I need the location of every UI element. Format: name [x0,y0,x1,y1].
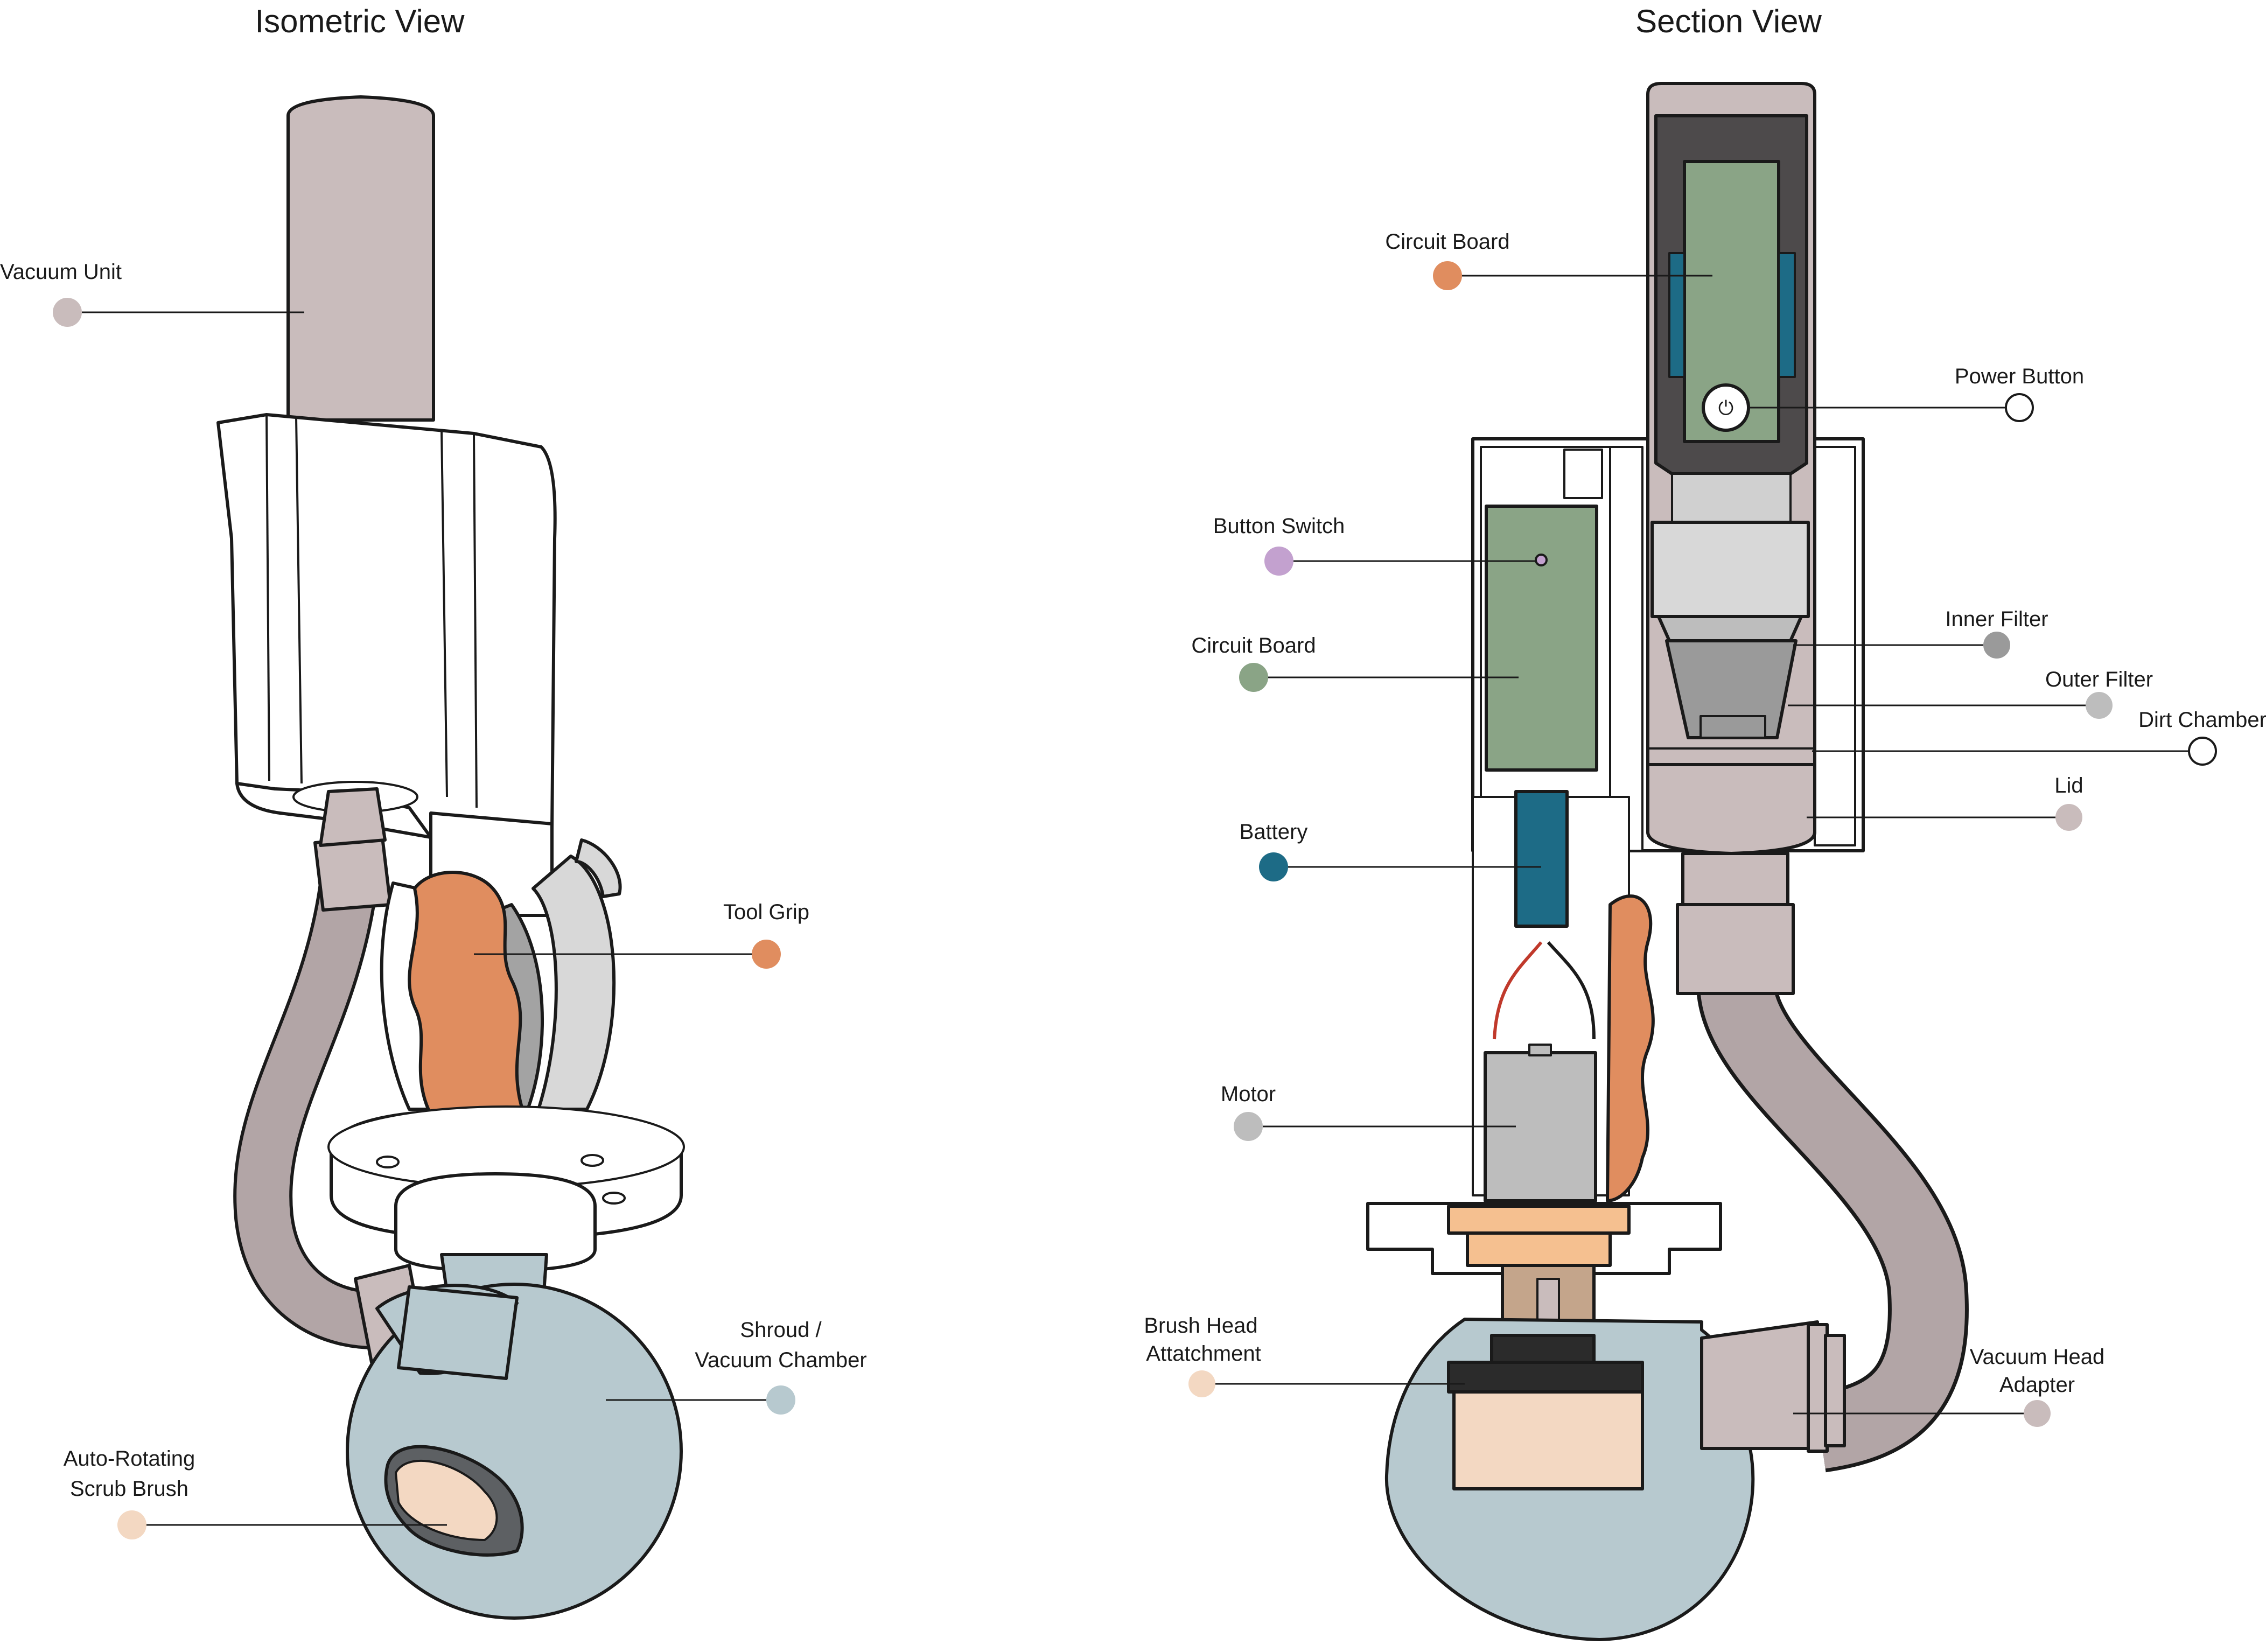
hose-upper-coupler [1681,852,1789,909]
wire-black [1547,941,1596,1040]
housing-left-wall [1609,446,1643,852]
label-vacuum-unit: Vacuum Unit [0,260,122,284]
flange-collar [394,1172,597,1272]
flange-hole-3 [602,1192,626,1205]
marker-brush-head [1188,1370,1215,1397]
adapter-ring-2 [1824,1334,1846,1447]
vacuum-head-adapter [1700,1320,1819,1450]
label-dirt-chamber: Dirt Chamber [2138,708,2266,732]
section-callouts: Circuit Board Power Button Button Switch… [1144,230,2266,1427]
section-tool-grip [1606,894,1655,1202]
label-circuit-board-top: Circuit Board [1385,230,1509,254]
section-view-title: Section View [1635,3,1822,39]
filter-housing [1650,521,1810,618]
filter-base [1699,715,1766,739]
label-adapter-2: Adapter [1999,1373,2075,1397]
marker-circuit-board-top [1433,261,1462,290]
section-view: ⏻ [1366,82,1969,1641]
marker-motor [1234,1112,1263,1141]
tool-grip [408,871,524,1116]
isometric-callouts: Vacuum Unit Tool Grip Shroud / Vacuum Ch… [0,260,867,1539]
label-motor: Motor [1221,1082,1276,1106]
section-vacuum-unit: ⏻ [1646,82,1816,855]
marker-button-switch [1264,547,1293,576]
vacuum-unit [286,95,435,422]
circuit-board-left [1485,505,1598,772]
label-power-button: Power Button [1955,365,2084,388]
section-hose [1676,852,1969,1473]
battery [1514,790,1569,928]
flange-hole-2 [581,1154,604,1167]
label-shroud-2: Vacuum Chamber [695,1348,866,1372]
brush-hub [1490,1334,1596,1367]
inner-filter [1657,615,1803,642]
isometric-view [216,95,685,1620]
collar-lower [1466,1231,1612,1267]
brush-cap [1447,1361,1644,1394]
label-inner-filter: Inner Filter [1945,607,2048,631]
marker-vacuum-unit [53,298,82,327]
label-brush-1: Auto-Rotating [64,1447,195,1471]
label-adapter-1: Vacuum Head [1970,1345,2105,1369]
section-hose-body [1700,982,1965,1469]
label-brush-head-2: Attatchment [1146,1342,1261,1366]
marker-shroud [766,1385,795,1415]
collar-upper [1447,1205,1631,1235]
marker-outer-filter [2086,692,2113,719]
filter-cap [1671,473,1792,523]
marker-circuit-board [1239,663,1268,692]
isometric-view-title: Isometric View [255,3,465,39]
wire-red [1493,941,1543,1040]
marker-scrub-brush [117,1510,146,1539]
housing-edge-4 [473,433,478,808]
marker-tool-grip [752,940,781,969]
grip-handle-right [531,855,616,1111]
marker-battery [1259,852,1288,881]
shroud-intake-port [397,1285,519,1380]
marker-vacuum-head-adapter [2024,1400,2051,1427]
outer-filter [1665,639,1798,739]
label-outer-filter: Outer Filter [2045,668,2153,691]
hose-upper-sleeve [1676,903,1795,995]
label-shroud-1: Shroud / [740,1318,822,1342]
housing-edge-2 [295,417,303,784]
hose-connector-top [319,787,387,847]
label-battery: Battery [1240,820,1308,844]
marker-power-button [2005,393,2034,422]
grip-hook-right [575,838,622,898]
label-brush-head-1: Brush Head [1144,1314,1257,1338]
brush-head-attachment [1452,1390,1644,1490]
hose-upper-cuff [313,836,392,912]
side-seal-right [1778,252,1796,378]
label-lid: Lid [2054,774,2083,797]
marker-dirt-chamber [2188,737,2217,766]
marker-inner-filter [1983,632,2010,659]
label-circuit-board: Circuit Board [1191,634,1316,657]
housing-edge-1 [265,414,270,781]
motor-shaft-top [1528,1044,1552,1056]
flange-plate [327,1105,685,1294]
housing-edge-3 [440,430,448,797]
label-tool-grip: Tool Grip [723,900,809,924]
housing-bottom-lip [235,782,432,839]
button-switch [1535,554,1548,566]
flange-hole-1 [376,1156,400,1168]
side-seal-left [1668,252,1685,378]
power-button[interactable] [1702,383,1750,432]
label-button-switch: Button Switch [1213,514,1345,538]
shroud-vacuum-chamber [346,1283,683,1620]
housing-right-wall [1814,446,1856,846]
vacuum-unit-body [286,95,435,422]
hose-body [236,869,390,1346]
top-connector [1563,449,1603,499]
lid [1646,763,1816,855]
marker-lid [2055,804,2082,831]
label-brush-2: Scrub Brush [70,1477,188,1501]
power-icon: ⏻ [1718,397,1733,419]
